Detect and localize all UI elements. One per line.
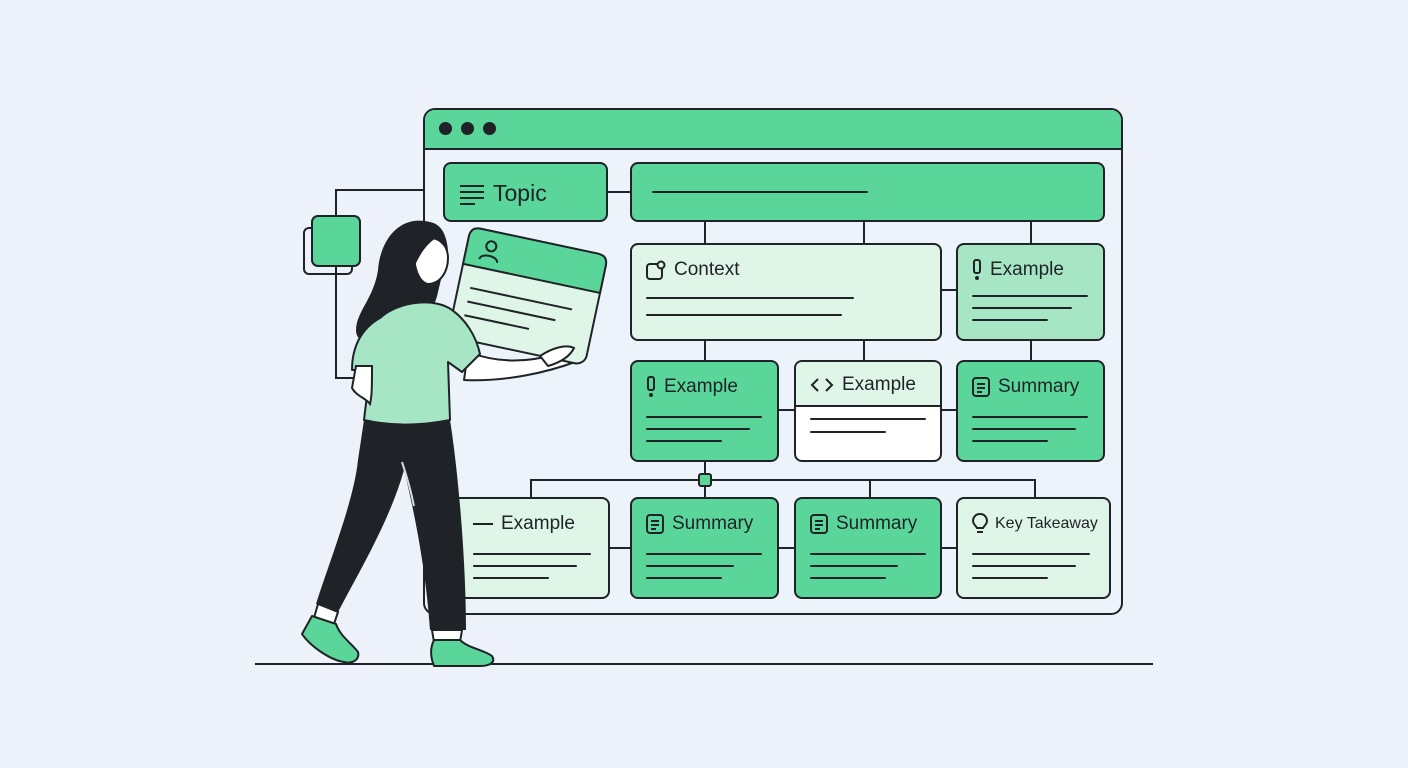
exclamation-icon — [647, 376, 655, 397]
window-dot-icon[interactable] — [439, 122, 452, 135]
summary-label: Summary — [998, 376, 1080, 397]
window-dot-icon[interactable] — [483, 122, 496, 135]
summary-card-row2[interactable]: Summary — [956, 360, 1105, 462]
person-pants — [316, 420, 466, 630]
example-card-row3[interactable]: Example — [445, 497, 610, 599]
window-title-bar — [425, 110, 1121, 150]
topic-content-bar[interactable] — [630, 162, 1105, 222]
outer-connector — [335, 189, 423, 379]
person-shoe-left — [301, 615, 360, 664]
context-label: Context — [674, 259, 740, 280]
summary-label: Summary — [672, 513, 754, 534]
person-front-arm — [350, 365, 374, 407]
summary-label: Summary — [836, 513, 918, 534]
summary-card-row3-1[interactable]: Summary — [630, 497, 779, 599]
window-connectors — [530, 191, 1036, 549]
key-takeaway-label: Key Takeaway — [995, 515, 1098, 532]
document-icon — [646, 514, 664, 534]
green-square — [311, 215, 361, 267]
person-shoe-right — [430, 639, 495, 667]
person-hand — [538, 345, 576, 368]
window-dot-icon[interactable] — [461, 122, 474, 135]
context-card[interactable]: Context — [630, 243, 942, 341]
key-takeaway-card[interactable]: Key Takeaway — [956, 497, 1111, 599]
code-icon — [810, 378, 834, 392]
note-icon — [646, 260, 666, 280]
example-card-row2-2[interactable]: Example — [794, 360, 942, 462]
held-card — [448, 227, 608, 365]
list-lines-icon — [460, 184, 484, 205]
example-label: Example — [664, 376, 738, 397]
document-icon — [810, 514, 828, 534]
example-card-row2-1[interactable]: Example — [630, 360, 779, 462]
example-label: Example — [842, 374, 916, 395]
example-card-top-right[interactable]: Example — [956, 243, 1105, 341]
junction-node-icon — [698, 473, 712, 487]
example-label: Example — [990, 259, 1064, 280]
document-icon — [972, 377, 990, 397]
exclamation-icon — [973, 259, 981, 280]
lightbulb-icon — [972, 513, 988, 533]
dash-icon — [473, 523, 493, 525]
topic-label: Topic — [493, 180, 547, 206]
topic-card[interactable]: Topic — [443, 162, 608, 222]
diagram-window: Topic Context Example — [423, 108, 1123, 615]
example-label: Example — [501, 513, 575, 534]
summary-card-row3-2[interactable]: Summary — [794, 497, 942, 599]
